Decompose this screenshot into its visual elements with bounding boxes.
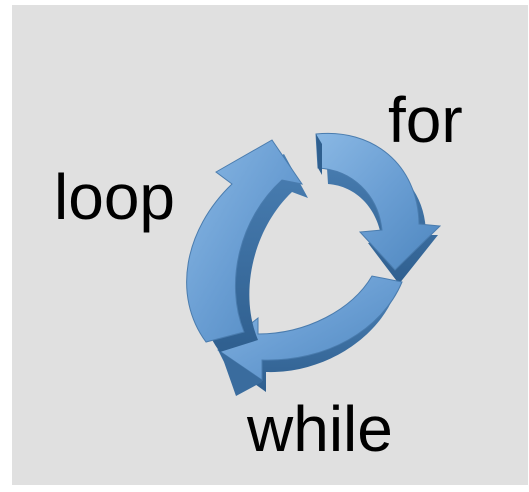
label-loop: loop [54, 161, 175, 233]
cycle-arrow-right [315, 132, 442, 284]
cycle-arrow-left [186, 139, 308, 352]
cycle-arrow-bottom [217, 275, 403, 396]
diagram-background [12, 5, 528, 485]
label-for: for [388, 84, 463, 156]
label-while: while [247, 393, 393, 465]
